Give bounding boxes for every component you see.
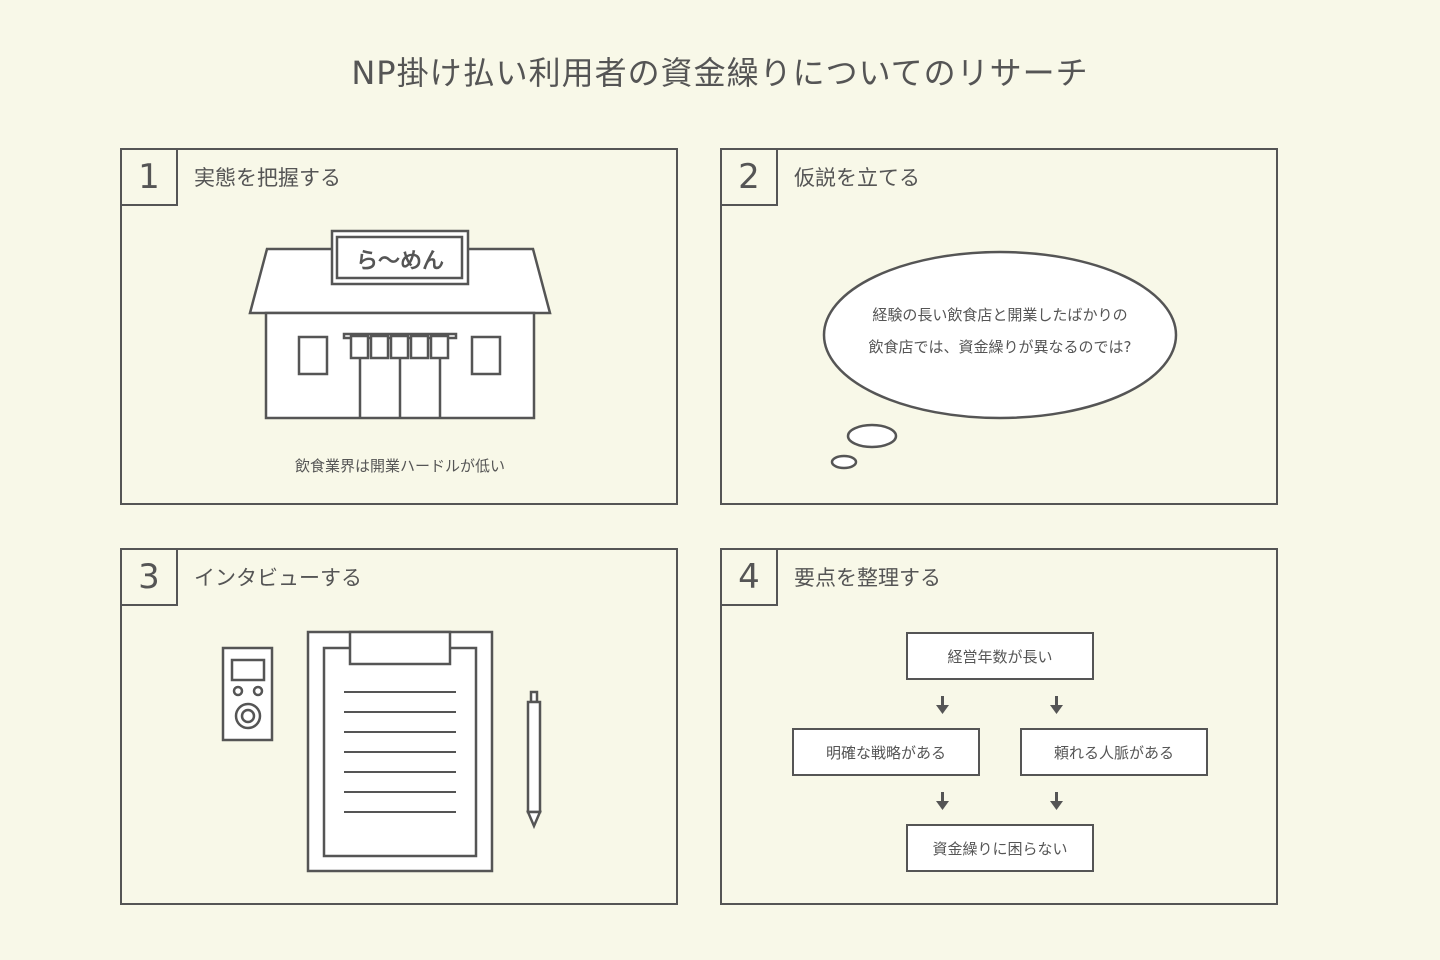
thought-bubble-icon bbox=[822, 250, 1178, 470]
step-number: 3 bbox=[120, 548, 178, 606]
panel-4: 4 要点を整理する bbox=[720, 548, 1278, 905]
page-title: NP掛け払い利用者の資金繰りについてのリサーチ bbox=[351, 54, 1089, 92]
panel-title: 要点を整理する bbox=[794, 566, 941, 590]
shop-sign-text: ら〜めん bbox=[355, 249, 444, 274]
flow-box-left: 明確な戦略がある bbox=[792, 728, 980, 776]
panel-title: 仮説を立てる bbox=[794, 166, 920, 190]
panel-1: 1 実態を把握する bbox=[120, 148, 678, 505]
flow-box-top: 経営年数が長い bbox=[906, 632, 1094, 680]
bubble-line-2: 飲食店では、資金繰りが異なるのでは? bbox=[868, 338, 1132, 356]
ramen-shop-icon bbox=[248, 229, 552, 420]
step-number: 2 bbox=[720, 148, 778, 206]
bubble-line-1: 経験の長い飲食店と開業したばかりの bbox=[872, 306, 1128, 324]
step-number: 4 bbox=[720, 548, 778, 606]
clipboard-icon bbox=[306, 630, 494, 873]
flow-box-right: 頼れる人脈がある bbox=[1020, 728, 1208, 776]
pen-icon bbox=[526, 690, 542, 830]
voice-recorder-icon bbox=[221, 646, 274, 742]
panel-3: 3 インタビューする bbox=[120, 548, 678, 905]
panel-2: 2 仮説を立てる bbox=[720, 148, 1278, 505]
panel-title: 実態を把握する bbox=[194, 166, 341, 190]
panel-title: インタビューする bbox=[194, 566, 362, 590]
flow-box-bottom: 資金繰りに困らない bbox=[906, 824, 1094, 872]
step-number: 1 bbox=[120, 148, 178, 206]
panel-1-caption: 飲食業界は開業ハードルが低い bbox=[294, 457, 505, 475]
flow-arrows bbox=[936, 696, 1063, 810]
